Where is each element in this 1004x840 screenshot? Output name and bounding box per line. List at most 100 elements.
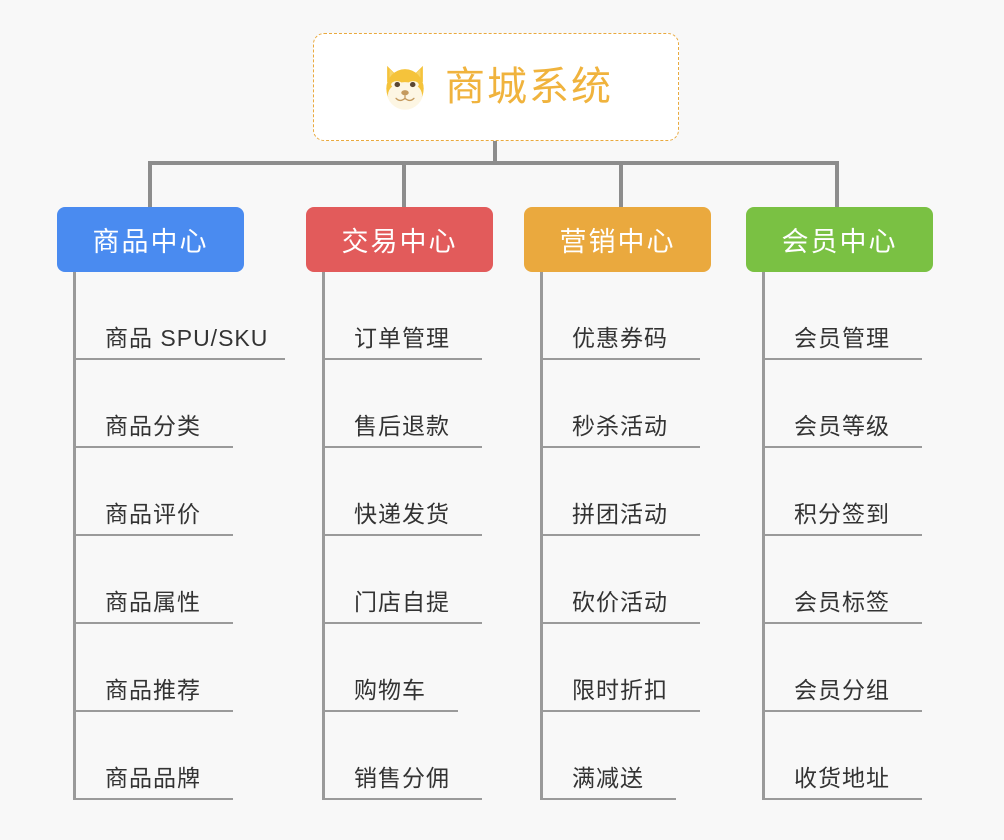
leaf-item[interactable]: 积分签到 xyxy=(762,448,961,536)
leaf-item[interactable]: 商品分类 xyxy=(73,360,297,448)
leaf-list-3: 优惠券码 秒杀活动 拼团活动 砍价活动 限时折扣 满减送 xyxy=(524,272,739,800)
category-box-3[interactable]: 营销中心 xyxy=(524,207,711,272)
category-box-2[interactable]: 交易中心 xyxy=(306,207,493,272)
root-title: 商城系统 xyxy=(445,65,613,109)
leaf-label: 商品品牌 xyxy=(105,765,201,791)
leaf-label: 销售分佣 xyxy=(354,765,450,791)
leaf-trunk-2 xyxy=(322,272,325,800)
leaf-list-1: 商品 SPU/SKU 商品分类 商品评价 商品属性 商品推荐 商品品牌 xyxy=(57,272,297,800)
category-box-4[interactable]: 会员中心 xyxy=(746,207,933,272)
leaf-underline xyxy=(540,534,700,536)
leaf-item[interactable]: 商品评价 xyxy=(73,448,297,536)
leaf-underline xyxy=(322,622,482,624)
leaf-underline xyxy=(762,446,922,448)
leaf-underline xyxy=(540,358,700,360)
branch-column-4: 会员中心 会员管理 会员等级 积分签到 会员标签 会员分组 xyxy=(746,207,961,800)
leaf-item[interactable]: 快递发货 xyxy=(322,448,521,536)
leaf-item[interactable]: 售后退款 xyxy=(322,360,521,448)
branch-column-3: 营销中心 优惠券码 秒杀活动 拼团活动 砍价活动 限时折扣 xyxy=(524,207,739,800)
leaf-underline xyxy=(73,798,233,800)
leaf-list-4: 会员管理 会员等级 积分签到 会员标签 会员分组 收货地址 xyxy=(746,272,961,800)
leaf-label: 会员分组 xyxy=(794,677,890,703)
leaf-item[interactable]: 商品品牌 xyxy=(73,712,297,800)
branch-column-1: 商品中心 商品 SPU/SKU 商品分类 商品评价 商品属性 商品推荐 xyxy=(57,207,297,800)
connector-drop-2 xyxy=(402,161,406,209)
leaf-underline xyxy=(540,798,676,800)
leaf-underline xyxy=(762,622,922,624)
leaf-underline xyxy=(762,710,922,712)
leaf-label: 会员标签 xyxy=(794,589,890,615)
category-box-1[interactable]: 商品中心 xyxy=(57,207,244,272)
leaf-label: 商品分类 xyxy=(105,413,201,439)
leaf-trunk-3 xyxy=(540,272,543,800)
category-label-3: 营销中心 xyxy=(559,227,676,257)
shiba-dog-face-icon xyxy=(379,61,431,113)
leaf-item[interactable]: 秒杀活动 xyxy=(540,360,739,448)
leaf-item[interactable]: 砍价活动 xyxy=(540,536,739,624)
category-label-1: 商品中心 xyxy=(92,227,209,257)
leaf-item[interactable]: 拼团活动 xyxy=(540,448,739,536)
root-node[interactable]: 商城系统 xyxy=(313,33,679,141)
leaf-item[interactable]: 订单管理 xyxy=(322,272,521,360)
leaf-label: 优惠券码 xyxy=(572,325,668,351)
leaf-label: 会员管理 xyxy=(794,325,890,351)
leaf-item[interactable]: 销售分佣 xyxy=(322,712,521,800)
leaf-label: 砍价活动 xyxy=(572,589,668,615)
leaf-item[interactable]: 满减送 xyxy=(540,712,739,800)
leaf-underline xyxy=(322,798,482,800)
leaf-item[interactable]: 商品属性 xyxy=(73,536,297,624)
leaf-label: 门店自提 xyxy=(354,589,450,615)
leaf-label: 满减送 xyxy=(572,765,644,791)
leaf-underline xyxy=(73,358,285,360)
leaf-underline xyxy=(73,446,233,448)
leaf-label: 拼团活动 xyxy=(572,501,668,527)
leaf-underline xyxy=(322,446,482,448)
connector-drop-4 xyxy=(835,161,839,209)
leaf-label: 售后退款 xyxy=(354,413,450,439)
branch-column-2: 交易中心 订单管理 售后退款 快递发货 门店自提 购物车 xyxy=(306,207,521,800)
leaf-trunk-4 xyxy=(762,272,765,800)
leaf-label: 订单管理 xyxy=(354,325,450,351)
leaf-underline xyxy=(540,622,700,624)
leaf-underline xyxy=(540,446,700,448)
leaf-label: 商品 SPU/SKU xyxy=(105,325,269,351)
leaf-item[interactable]: 会员管理 xyxy=(762,272,961,360)
leaf-label: 购物车 xyxy=(354,677,426,703)
leaf-label: 限时折扣 xyxy=(572,677,668,703)
leaf-label: 会员等级 xyxy=(794,413,890,439)
leaf-item[interactable]: 会员标签 xyxy=(762,536,961,624)
leaf-underline xyxy=(762,798,922,800)
leaf-underline xyxy=(73,534,233,536)
leaf-label: 收货地址 xyxy=(794,765,890,791)
leaf-underline xyxy=(73,622,233,624)
leaf-underline xyxy=(762,534,922,536)
leaf-underline xyxy=(73,710,233,712)
leaf-label: 商品评价 xyxy=(105,501,201,527)
leaf-item[interactable]: 优惠券码 xyxy=(540,272,739,360)
leaf-underline xyxy=(762,358,922,360)
leaf-underline xyxy=(540,710,700,712)
connector-drop-3 xyxy=(619,161,623,209)
leaf-label: 积分签到 xyxy=(794,501,890,527)
category-label-2: 交易中心 xyxy=(341,227,458,257)
leaf-label: 秒杀活动 xyxy=(572,413,668,439)
leaf-label: 商品属性 xyxy=(105,589,201,615)
connector-stem xyxy=(493,141,497,164)
leaf-label: 商品推荐 xyxy=(105,677,201,703)
leaf-item[interactable]: 限时折扣 xyxy=(540,624,739,712)
leaf-underline xyxy=(322,710,458,712)
leaf-item[interactable]: 会员等级 xyxy=(762,360,961,448)
leaf-list-2: 订单管理 售后退款 快递发货 门店自提 购物车 销售分佣 xyxy=(306,272,521,800)
leaf-trunk-1 xyxy=(73,272,76,800)
leaf-underline xyxy=(322,358,482,360)
leaf-item[interactable]: 门店自提 xyxy=(322,536,521,624)
leaf-underline xyxy=(322,534,482,536)
leaf-item[interactable]: 收货地址 xyxy=(762,712,961,800)
connector-horizontal-bar xyxy=(148,161,839,165)
leaf-label: 快递发货 xyxy=(354,501,450,527)
leaf-item[interactable]: 购物车 xyxy=(322,624,521,712)
leaf-item[interactable]: 商品 SPU/SKU xyxy=(73,272,297,360)
leaf-item[interactable]: 商品推荐 xyxy=(73,624,297,712)
leaf-item[interactable]: 会员分组 xyxy=(762,624,961,712)
